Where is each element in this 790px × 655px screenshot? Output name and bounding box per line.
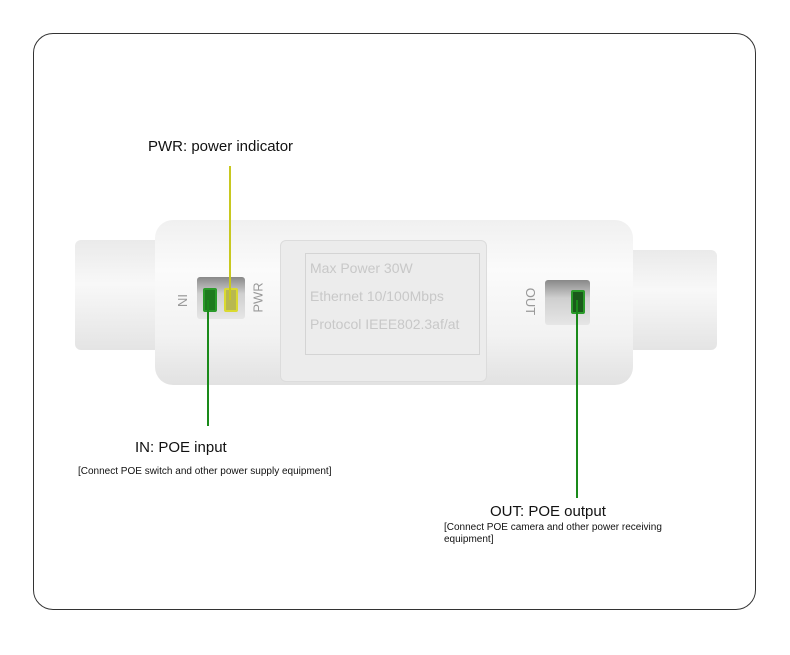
spec-line: Ethernet 10/100Mbps <box>310 288 444 304</box>
out-mark: OUT <box>523 287 539 316</box>
spec-plate <box>280 240 487 382</box>
in-mark: IN <box>175 294 190 307</box>
out-note: [Connect POE camera and other power rece… <box>444 522 662 545</box>
diagram-frame <box>33 33 756 610</box>
pwr-leader-line <box>229 166 231 300</box>
right-connector <box>625 250 717 350</box>
in-label: IN: POE input <box>135 439 227 456</box>
out-label: OUT: POE output <box>490 503 606 520</box>
spec-line: Max Power 30W <box>310 260 413 276</box>
out-leader-line <box>576 300 578 498</box>
pwr-led <box>224 288 238 312</box>
left-connector <box>75 240 165 350</box>
spec-text: Max Power 30W Ethernet 10/100Mbps Protoc… <box>305 253 480 355</box>
pwr-mark: PWR <box>250 282 266 313</box>
in-leader-line <box>207 300 209 426</box>
pwr-label: PWR: power indicator <box>148 138 294 155</box>
in-note: [Connect POE switch and other power supp… <box>78 466 332 477</box>
spec-line: Protocol IEEE802.3af/at <box>310 316 460 332</box>
in-led <box>203 288 217 312</box>
out-led <box>571 290 585 314</box>
